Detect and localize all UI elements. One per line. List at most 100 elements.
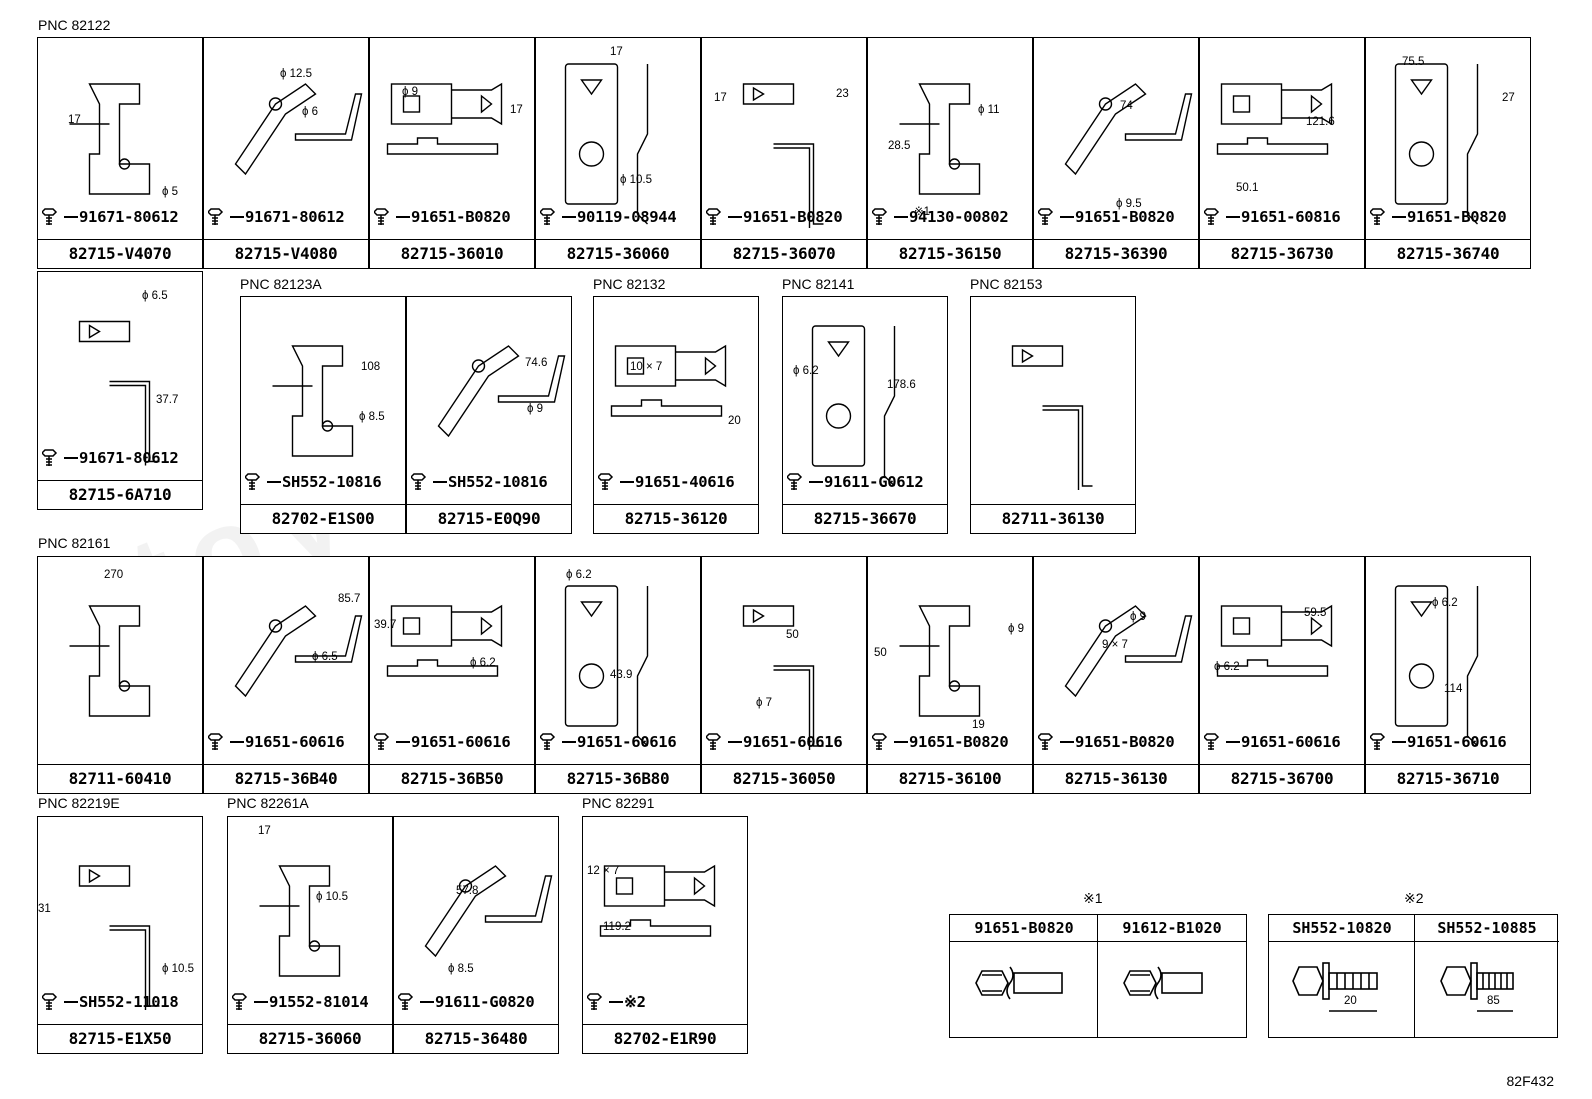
part-cell[interactable]: 82711-36130 (970, 296, 1136, 534)
drawing-code: 82F432 (1506, 1073, 1554, 1089)
part-number[interactable]: 82711-36130 (971, 504, 1135, 533)
legend2-dim-a: 20 (1344, 995, 1357, 1007)
part-number[interactable]: 82715-36740 (1366, 239, 1530, 268)
dimension-label: ϕ 8.5 (448, 963, 474, 975)
dimension-label: 74 (1120, 100, 1133, 112)
part-number[interactable]: 82715-36B50 (370, 764, 534, 793)
part-number[interactable]: 82715-36120 (594, 504, 758, 533)
part-number[interactable]: 82711-60410 (38, 764, 202, 793)
bolt-number: 91651-B0820 (909, 733, 1009, 751)
dimension-label: 85.7 (338, 593, 361, 605)
part-number[interactable]: 82715-E1X50 (38, 1024, 202, 1053)
part-number[interactable]: 82715-36390 (1034, 239, 1198, 268)
dimension-label: ϕ 6.5 (142, 290, 168, 302)
dimension-label: 50 (786, 629, 799, 641)
part-drawing (78, 865, 160, 1010)
part-number[interactable]: 82715-36130 (1034, 764, 1198, 793)
part-drawing (424, 865, 553, 958)
part-number[interactable]: 82715-36700 (1200, 764, 1364, 793)
legend2-title: ※2 (1404, 890, 1424, 906)
dimension-label: 19 (972, 719, 985, 731)
part-number[interactable]: 82715-36070 (702, 239, 866, 268)
group-label-82161: PNC 82161 (38, 535, 111, 551)
part-number[interactable]: 82715-36730 (1200, 239, 1364, 268)
bolt-callout: 91651-B0820 (1038, 733, 1175, 751)
part-number[interactable]: 82715-V4080 (204, 239, 368, 268)
bolt-number: 91651-60616 (743, 733, 843, 751)
bolt-number: 91651-B0820 (743, 208, 843, 226)
part-drawing (234, 83, 363, 176)
part-number[interactable]: 82715-36050 (702, 764, 866, 793)
dimension-label: 57.8 (456, 885, 479, 897)
part-drawing (899, 605, 981, 717)
part-number[interactable]: 82715-E0Q90 (407, 504, 571, 533)
dimension-label: ϕ 9 (1008, 623, 1025, 635)
part-number[interactable]: 82715-36B40 (204, 764, 368, 793)
bolt-callout: 91552-81014 (232, 993, 369, 1011)
part-number[interactable]: 82715-36710 (1366, 764, 1530, 793)
dimension-label: ϕ 6.2 (566, 569, 592, 581)
part-number[interactable]: 82715-V4070 (38, 239, 202, 268)
bolt-number: 91651-60816 (1241, 208, 1341, 226)
bolt-callout: ※2 (587, 993, 646, 1011)
part-drawing (811, 325, 896, 487)
dimension-label: 74.6 (525, 357, 548, 369)
dimension-label: 12 × 7 (587, 865, 620, 877)
part-drawing (599, 864, 716, 937)
legend2-col-b: SH552-10885 (1415, 915, 1559, 942)
part-drawing (742, 605, 824, 750)
part-drawing (259, 865, 341, 977)
legend1-title: ※1 (1083, 890, 1103, 906)
part-number[interactable]: 82715-36B80 (536, 764, 700, 793)
part-number[interactable]: 82715-36100 (868, 764, 1032, 793)
part-drawing (1064, 605, 1193, 698)
part-number[interactable]: 82702-E1S00 (241, 504, 405, 533)
part-drawing (1064, 83, 1193, 176)
part-number[interactable]: 82715-36010 (370, 239, 534, 268)
dimension-label: 43.9 (610, 669, 633, 681)
dimension-label: 28.5 (888, 140, 911, 152)
part-number[interactable]: 82702-E1R90 (583, 1024, 747, 1053)
part-number[interactable]: 82715-36480 (394, 1024, 558, 1053)
dimension-label: ϕ 9 (402, 86, 419, 98)
bolt-callout: 91651-60816 (1204, 208, 1341, 226)
dimension-label: ϕ 10.5 (162, 963, 195, 975)
part-number[interactable]: 82715-36670 (783, 504, 947, 533)
part-number[interactable]: 82715-36150 (868, 239, 1032, 268)
bolt-number: 91651-40616 (635, 473, 735, 491)
part-number[interactable]: 82715-36060 (228, 1024, 392, 1053)
part-drawing (564, 63, 649, 225)
dimension-label: ※1 (914, 206, 931, 218)
part-drawing (272, 345, 354, 457)
part-number[interactable]: 82715-36060 (536, 239, 700, 268)
legend2-dim-b: 85 (1487, 995, 1500, 1007)
part-number[interactable]: 82715-6A710 (38, 480, 202, 509)
